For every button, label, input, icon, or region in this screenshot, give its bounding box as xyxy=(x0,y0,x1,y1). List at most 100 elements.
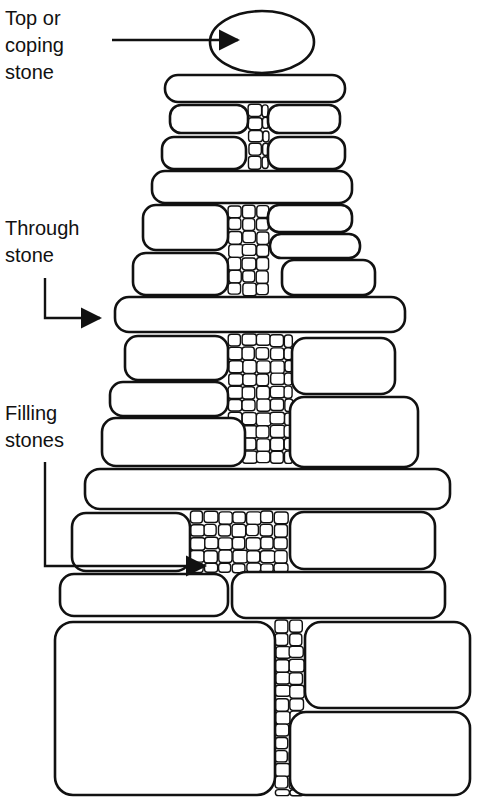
coping-stone xyxy=(210,11,314,73)
part-label: Top or coping stone xyxy=(5,5,97,86)
filling-stone xyxy=(233,512,246,523)
filling-stone xyxy=(275,764,290,777)
filling-stone xyxy=(190,550,204,562)
filling-stone xyxy=(270,399,283,410)
filling-stone xyxy=(228,206,241,218)
filling-stone xyxy=(233,550,248,563)
filling-stone xyxy=(243,271,255,282)
filling-stone xyxy=(256,426,269,438)
filling-stone xyxy=(229,374,243,386)
part-label: Filling stones xyxy=(5,400,97,454)
leader-arrow xyxy=(45,462,205,566)
filling-stone xyxy=(261,537,273,549)
filling-stone xyxy=(242,205,255,218)
filling-stone xyxy=(242,387,255,399)
filling-stone xyxy=(256,283,268,294)
filling-stone xyxy=(260,524,272,536)
foundation-stone xyxy=(290,712,470,795)
part-label: Through stone xyxy=(5,215,97,269)
filling-stone xyxy=(275,685,290,696)
leader-arrow xyxy=(112,39,238,41)
stone xyxy=(110,382,228,416)
filling-stone xyxy=(219,512,232,524)
stone xyxy=(143,205,228,250)
filling-stone xyxy=(270,412,284,424)
filling-stone xyxy=(260,551,275,563)
filling-stone xyxy=(243,374,257,386)
filling-stone xyxy=(271,348,284,360)
stone xyxy=(60,574,228,616)
filling-stone xyxy=(190,538,205,550)
filling-stone xyxy=(276,672,290,684)
stone xyxy=(72,513,190,571)
filling-stone xyxy=(275,776,288,788)
filling-stone xyxy=(275,737,287,748)
filling-stone xyxy=(274,512,288,524)
filling-stone xyxy=(228,218,240,229)
leader-arrow xyxy=(45,278,100,318)
filling-stone xyxy=(248,118,262,130)
filling-stone xyxy=(228,386,243,398)
stone xyxy=(133,253,228,295)
filling-stone xyxy=(232,524,246,537)
filling-stone xyxy=(229,245,244,258)
filling-stone xyxy=(257,386,270,399)
filling-stone xyxy=(228,231,241,244)
filling-stone xyxy=(256,218,268,230)
filling-stone xyxy=(256,334,270,345)
filling-stone xyxy=(270,335,283,347)
filling-stone xyxy=(218,525,230,537)
slab xyxy=(85,469,450,509)
stone xyxy=(170,105,248,133)
filling-stone xyxy=(284,386,292,398)
filling-stone xyxy=(242,400,255,411)
filling-stone xyxy=(275,551,288,564)
stone xyxy=(102,418,245,466)
filling-stone xyxy=(257,439,270,452)
foundation-stone xyxy=(55,622,275,795)
filling-stone xyxy=(290,699,304,711)
filling-stone xyxy=(219,563,231,572)
filling-stone xyxy=(247,512,262,525)
filling-stone xyxy=(249,143,261,155)
filling-stone xyxy=(232,537,244,549)
filling-stone xyxy=(290,620,303,632)
stone xyxy=(270,234,360,258)
filling-stone xyxy=(228,334,240,346)
stone xyxy=(268,205,352,232)
filling-stone xyxy=(257,245,269,257)
filling-stone xyxy=(242,244,256,255)
filling-stone xyxy=(276,712,291,724)
filling-stone xyxy=(290,685,304,698)
stone xyxy=(232,572,445,618)
stone xyxy=(162,137,246,169)
filling-stone xyxy=(261,511,273,523)
filling-stone xyxy=(205,537,218,549)
filling-stone xyxy=(243,219,255,231)
filling-stone xyxy=(243,283,257,296)
filling-stone xyxy=(271,361,285,374)
filling-stone xyxy=(246,524,258,535)
filling-stone xyxy=(289,646,303,657)
filling-stone xyxy=(275,724,288,736)
filling-stone xyxy=(263,131,269,142)
filling-stone xyxy=(243,231,256,242)
filling-stone xyxy=(249,130,263,141)
filling-stone xyxy=(190,511,202,523)
filling-stone xyxy=(219,550,232,562)
filling-stone xyxy=(257,232,269,245)
filling-stone xyxy=(242,347,254,360)
filling-stone xyxy=(257,361,270,373)
filling-stone xyxy=(204,551,217,563)
filling-stone xyxy=(246,538,260,550)
filling-stone xyxy=(274,537,287,549)
filling-stone xyxy=(256,271,268,284)
filling-stone xyxy=(228,400,241,412)
filling-stone xyxy=(256,413,271,426)
filling-stone xyxy=(191,525,205,536)
filling-stone xyxy=(275,790,289,796)
filling-stone xyxy=(290,634,302,646)
foundation-stone xyxy=(305,622,470,708)
filling-stone xyxy=(274,525,287,538)
